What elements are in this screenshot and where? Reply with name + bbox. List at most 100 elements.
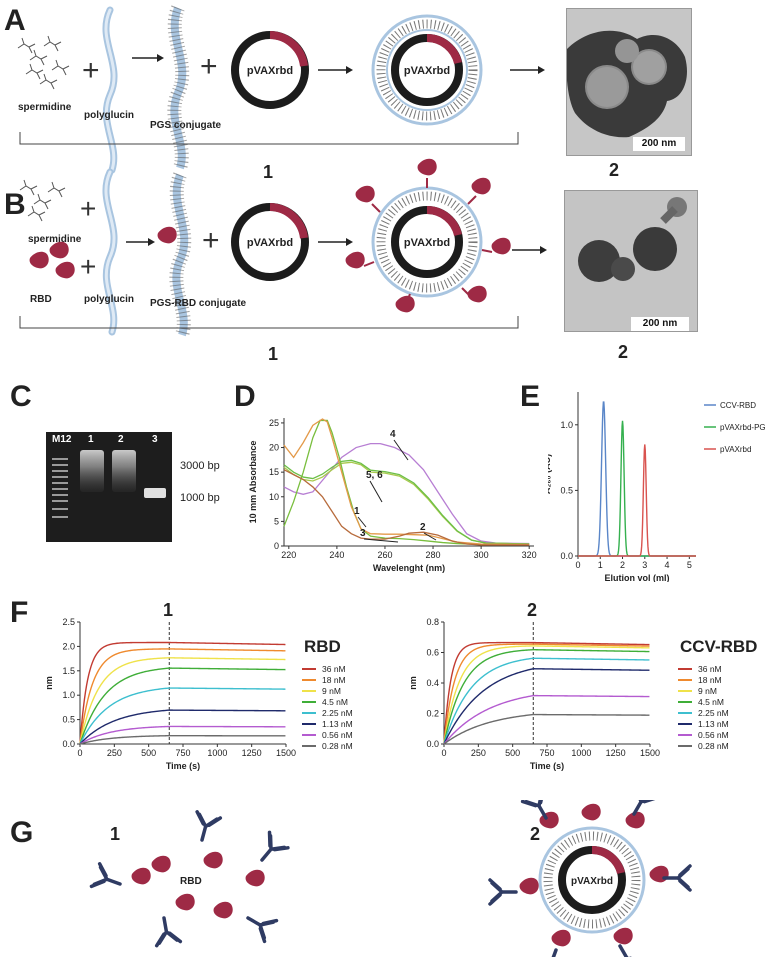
y-axis-label: 10 mm Absorbance	[248, 441, 258, 524]
x-tick-label: 300	[474, 550, 489, 560]
y-tick-label: 0	[274, 541, 279, 551]
annotation-arrow-5	[423, 532, 437, 541]
x-axis-label: Wavelenght (nm)	[373, 563, 445, 573]
legend-label-3: pVAXrbd	[720, 445, 751, 454]
plasmid-label-b: pVAXrbd	[247, 237, 293, 249]
plus-sign: +	[82, 54, 100, 87]
label-spermidine-a: spermidine	[18, 102, 72, 113]
lane-label-3: 3	[152, 434, 158, 445]
bli-legend-label-7: 0.56 nM	[698, 730, 729, 740]
bli-trace-5	[79, 687, 286, 745]
scale-bar-a: 200 nm	[633, 137, 685, 151]
series-line-1	[283, 442, 530, 545]
annotation-1: 4	[390, 429, 396, 440]
x-tick-label: 260	[377, 550, 392, 560]
annotation-5: 2	[420, 522, 426, 533]
bli-trace-3	[79, 657, 286, 745]
plasmid-complex-b: pVAXrbd	[345, 158, 511, 313]
x-tick-label: 320	[522, 550, 537, 560]
g-rbd-label: RBD	[180, 876, 202, 887]
plasmid-complex-a: pVAXrbd	[371, 14, 483, 126]
label-polyglucin-a: polyglucin	[84, 110, 134, 121]
bli-title: CCV-RBD	[680, 637, 757, 656]
x-tick-label: 500	[505, 748, 520, 758]
svg-text:+: +	[200, 50, 218, 83]
lane-label-1: 1	[88, 434, 94, 445]
legend-label-1: CCV-RBD	[720, 401, 756, 410]
gel-bands	[52, 450, 166, 518]
y-tick-label: 5	[274, 516, 279, 526]
legend-label-2: pVAXrbd-PGS	[720, 423, 766, 432]
spermidine-molecules-a	[17, 35, 70, 90]
svg-text:+: +	[80, 193, 96, 224]
label-conjugate-a: PGS conjugate	[150, 120, 222, 131]
bli-legend-label-8: 0.28 nM	[322, 741, 353, 751]
em-number-b: 2	[618, 342, 629, 362]
bli-legend-label-6: 1.13 nM	[322, 719, 353, 729]
y-tick-label: 0.8	[426, 617, 439, 627]
bli-legend-label-2: 18 nM	[322, 675, 346, 685]
bli-legend-label-5: 2.25 nM	[698, 708, 729, 718]
bli-legend-label-4: 4.5 nM	[322, 697, 348, 707]
x-tick-label: 1250	[242, 748, 262, 758]
x-tick-label: 250	[107, 748, 122, 758]
panel-ab-schematic: spermidine + polyglucin PGS conjugate + …	[17, 0, 619, 340]
x-tick-label: 240	[329, 550, 344, 560]
y-tick-label: 20	[269, 443, 279, 453]
lane-label-2: 2	[118, 434, 124, 445]
bli-panel-number: 1	[163, 600, 173, 620]
plasmid-label-a: pVAXrbd	[247, 65, 293, 77]
group-number-a: 1	[263, 162, 273, 182]
bli-legend-label-3: 9 nM	[698, 686, 717, 696]
panel-letter-f: F	[10, 596, 29, 629]
label-conjugate-b: PGS-RBD conjugate	[150, 298, 247, 309]
free-rbd-antibodies: RBD	[89, 810, 290, 948]
x-tick-label: 0	[441, 748, 446, 758]
bli-title: RBD	[304, 637, 341, 656]
lane-label-m12: M12	[52, 434, 72, 445]
x-tick-label: 1500	[276, 748, 296, 758]
series-line-5	[283, 418, 530, 546]
x-tick-label: 1500	[640, 748, 660, 758]
y-tick-label: 0.0	[426, 739, 439, 749]
bli-trace-8	[443, 713, 650, 745]
bli-trace-6	[79, 709, 286, 745]
y-tick-label: 25	[269, 418, 279, 428]
x-tick-label: 2	[620, 560, 625, 570]
marker-3000: 3000 bp	[180, 460, 220, 472]
svg-text:+: +	[80, 251, 96, 282]
g-number-2: 2	[530, 824, 540, 844]
marker-1000: 1000 bp	[180, 492, 220, 504]
spermidine-molecules-b	[19, 179, 66, 222]
y-tick-label: 0.0	[62, 739, 75, 749]
panel-letter-g: G	[10, 816, 34, 849]
y-tick-label: 10	[269, 492, 279, 502]
y-tick-label: 2.5	[62, 617, 75, 627]
elution-peak-1	[578, 401, 696, 557]
x-axis-label: Time (s)	[166, 761, 200, 771]
y-tick-label: 0.5	[62, 715, 75, 725]
bli-trace-2	[79, 648, 286, 745]
bli-trace-2	[443, 643, 650, 745]
em-image-b: 200 nm	[564, 190, 698, 332]
y-tick-label: 1.5	[62, 666, 75, 676]
x-tick-label: 3	[642, 560, 647, 570]
x-axis-label: Elution vol (ml)	[605, 573, 670, 582]
series-line-3	[283, 459, 530, 545]
annotation-arrow-1	[393, 439, 409, 461]
bli-trace-6	[443, 668, 650, 745]
annotation-2: 5, 6	[366, 470, 383, 481]
annotation-arrow-3	[357, 516, 367, 528]
plasmid-a: pVAXrbd	[231, 31, 309, 109]
bli-trace-4	[443, 649, 650, 745]
annotation-3: 1	[354, 506, 360, 517]
x-tick-label: 0	[575, 560, 580, 570]
bracket-a	[19, 132, 519, 145]
y-tick-label: 15	[269, 467, 279, 477]
plasmid-b: pVAXrbd	[231, 203, 309, 281]
plasmid-complex-label-a: pVAXrbd	[404, 65, 450, 77]
bli-trace-4	[79, 667, 286, 745]
